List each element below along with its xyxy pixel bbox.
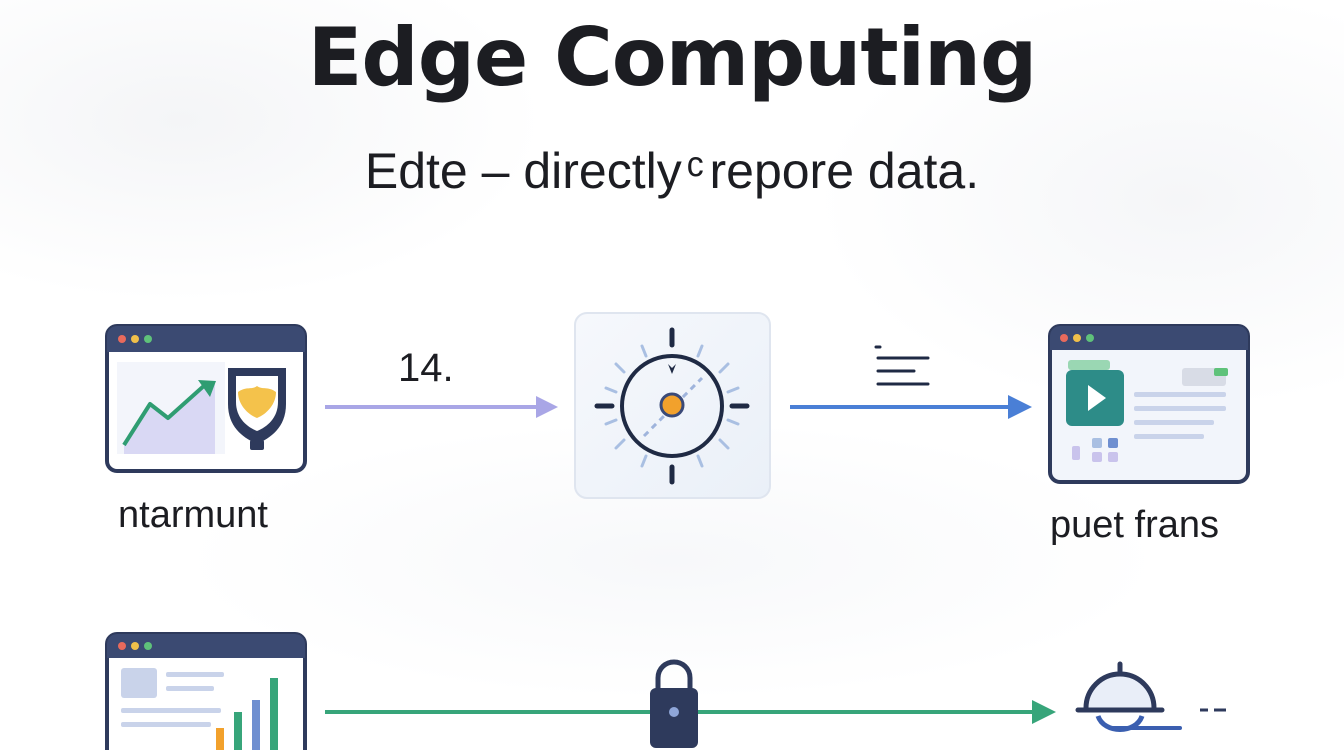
bottom-source-node-icon	[105, 632, 307, 750]
edge-hub-to-target	[790, 395, 1032, 419]
edge-label-first: 14.	[398, 346, 454, 390]
bottom-target-node-icon	[1075, 661, 1226, 732]
menu-lines-icon	[874, 345, 930, 386]
hub-node-icon	[574, 312, 771, 499]
source-node-label: ntarmunt	[118, 494, 268, 536]
edge-source-to-hub	[325, 396, 558, 418]
target-node-label: puet frans	[1050, 504, 1219, 546]
target-node-icon	[1048, 324, 1250, 484]
source-node-icon	[105, 324, 307, 473]
page-title: Edge Computing	[307, 11, 1037, 104]
page-subtitle: Edte – directly ͨ repore data.	[364, 143, 980, 199]
lock-icon	[650, 659, 698, 748]
